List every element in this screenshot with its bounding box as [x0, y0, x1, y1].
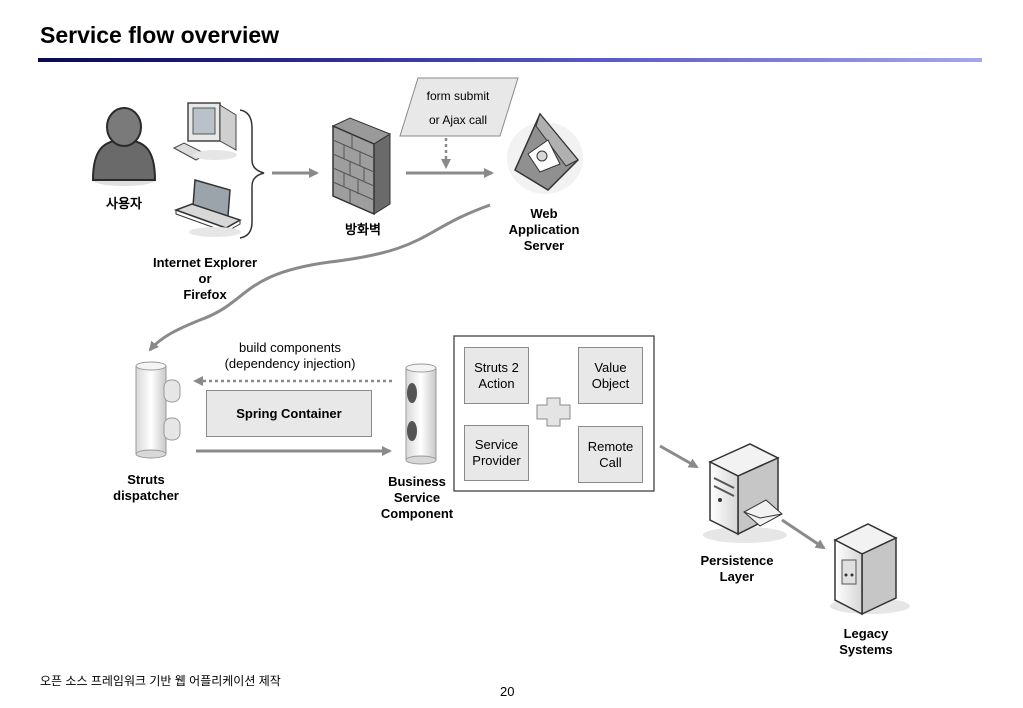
struts-label-line-2: dispatcher	[113, 488, 179, 503]
web-application-server-icon	[507, 112, 583, 194]
business-label-line-1: Business	[388, 474, 446, 489]
request-note-line-1: form submit	[426, 89, 490, 103]
browsers-label: Internet Explorer or Firefox	[140, 255, 270, 303]
firewall-label: 방화벽	[345, 222, 381, 237]
remote-call-line-2: Call	[599, 454, 622, 470]
di-note-line-2: (dependency injection)	[224, 356, 356, 371]
legacy-label-line-2: Systems	[839, 642, 893, 657]
value-object-line-1: Value	[594, 359, 627, 375]
service-provider-line-1: Service	[474, 437, 519, 452]
value-object-box: Value Object	[578, 347, 643, 404]
struts-action-line-1: Struts 2	[474, 359, 519, 375]
legacy-label-line-1: Legacy	[843, 626, 889, 641]
page-number: 20	[500, 684, 515, 699]
browsers-label-line-1: Internet Explorer	[152, 255, 258, 270]
page-title: Service flow overview	[40, 22, 280, 48]
request-note: form submit or Ajax call	[406, 88, 510, 128]
browsers-label-line-3: Firefox	[183, 287, 227, 302]
arrow-to-persistence	[659, 444, 699, 469]
business-service-component-icon	[405, 363, 437, 465]
was-label-line-3: Server	[523, 238, 565, 253]
business-label-line-3: Component	[380, 506, 454, 521]
di-note: build components (dependency injection)	[200, 340, 380, 372]
struts-label-line-1: Struts	[127, 472, 165, 487]
user-icon	[91, 107, 157, 186]
remote-call-box: Remote Call	[578, 426, 643, 483]
business-label-line-2: Service	[393, 490, 441, 505]
arrow-to-legacy	[781, 518, 826, 550]
service-provider-box: Service Provider	[464, 425, 529, 481]
legacy-systems-icon	[830, 523, 910, 616]
firewall-icon	[331, 117, 392, 216]
request-note-shape	[399, 77, 519, 137]
service-provider-line-2: Provider	[472, 453, 521, 468]
persistence-layer-label: Persistence Layer	[694, 553, 780, 585]
struts-action-box: Struts 2 Action	[464, 347, 529, 404]
user-label: 사용자	[106, 196, 142, 211]
plus-connector-icon	[536, 397, 571, 427]
footer-text: 오픈 소스 프레임워크 기반 웹 어플리케이션 제작	[40, 674, 281, 688]
spring-container: Spring Container	[206, 390, 372, 437]
struts-dispatcher-icon	[135, 361, 181, 459]
remote-call-line-1: Remote	[587, 438, 634, 454]
persistence-server-icon	[703, 443, 787, 543]
legacy-systems-label: Legacy Systems	[826, 626, 906, 658]
value-object-line-2: Object	[591, 375, 630, 391]
business-service-label: Business Service Component	[372, 474, 462, 522]
laptop-icon	[173, 179, 242, 237]
was-label-line-2: Application	[508, 222, 580, 237]
request-note-line-2: or Ajax call	[428, 113, 488, 127]
struts-dispatcher-label: Struts dispatcher	[106, 472, 186, 504]
di-note-line-1: build components	[239, 340, 341, 355]
was-label-line-1: Web	[530, 206, 558, 221]
desktop-computer-icon	[172, 102, 237, 161]
struts-action-line-2: Action	[478, 375, 515, 391]
grouping-brace	[239, 109, 265, 239]
persistence-label-line-1: Persistence	[700, 553, 774, 568]
title-rule	[38, 58, 982, 62]
arrow-was-to-struts	[148, 203, 491, 352]
browsers-label-line-2: or	[198, 271, 212, 286]
persistence-label-line-2: Layer	[719, 569, 755, 584]
was-label: Web Application Server	[498, 206, 590, 254]
